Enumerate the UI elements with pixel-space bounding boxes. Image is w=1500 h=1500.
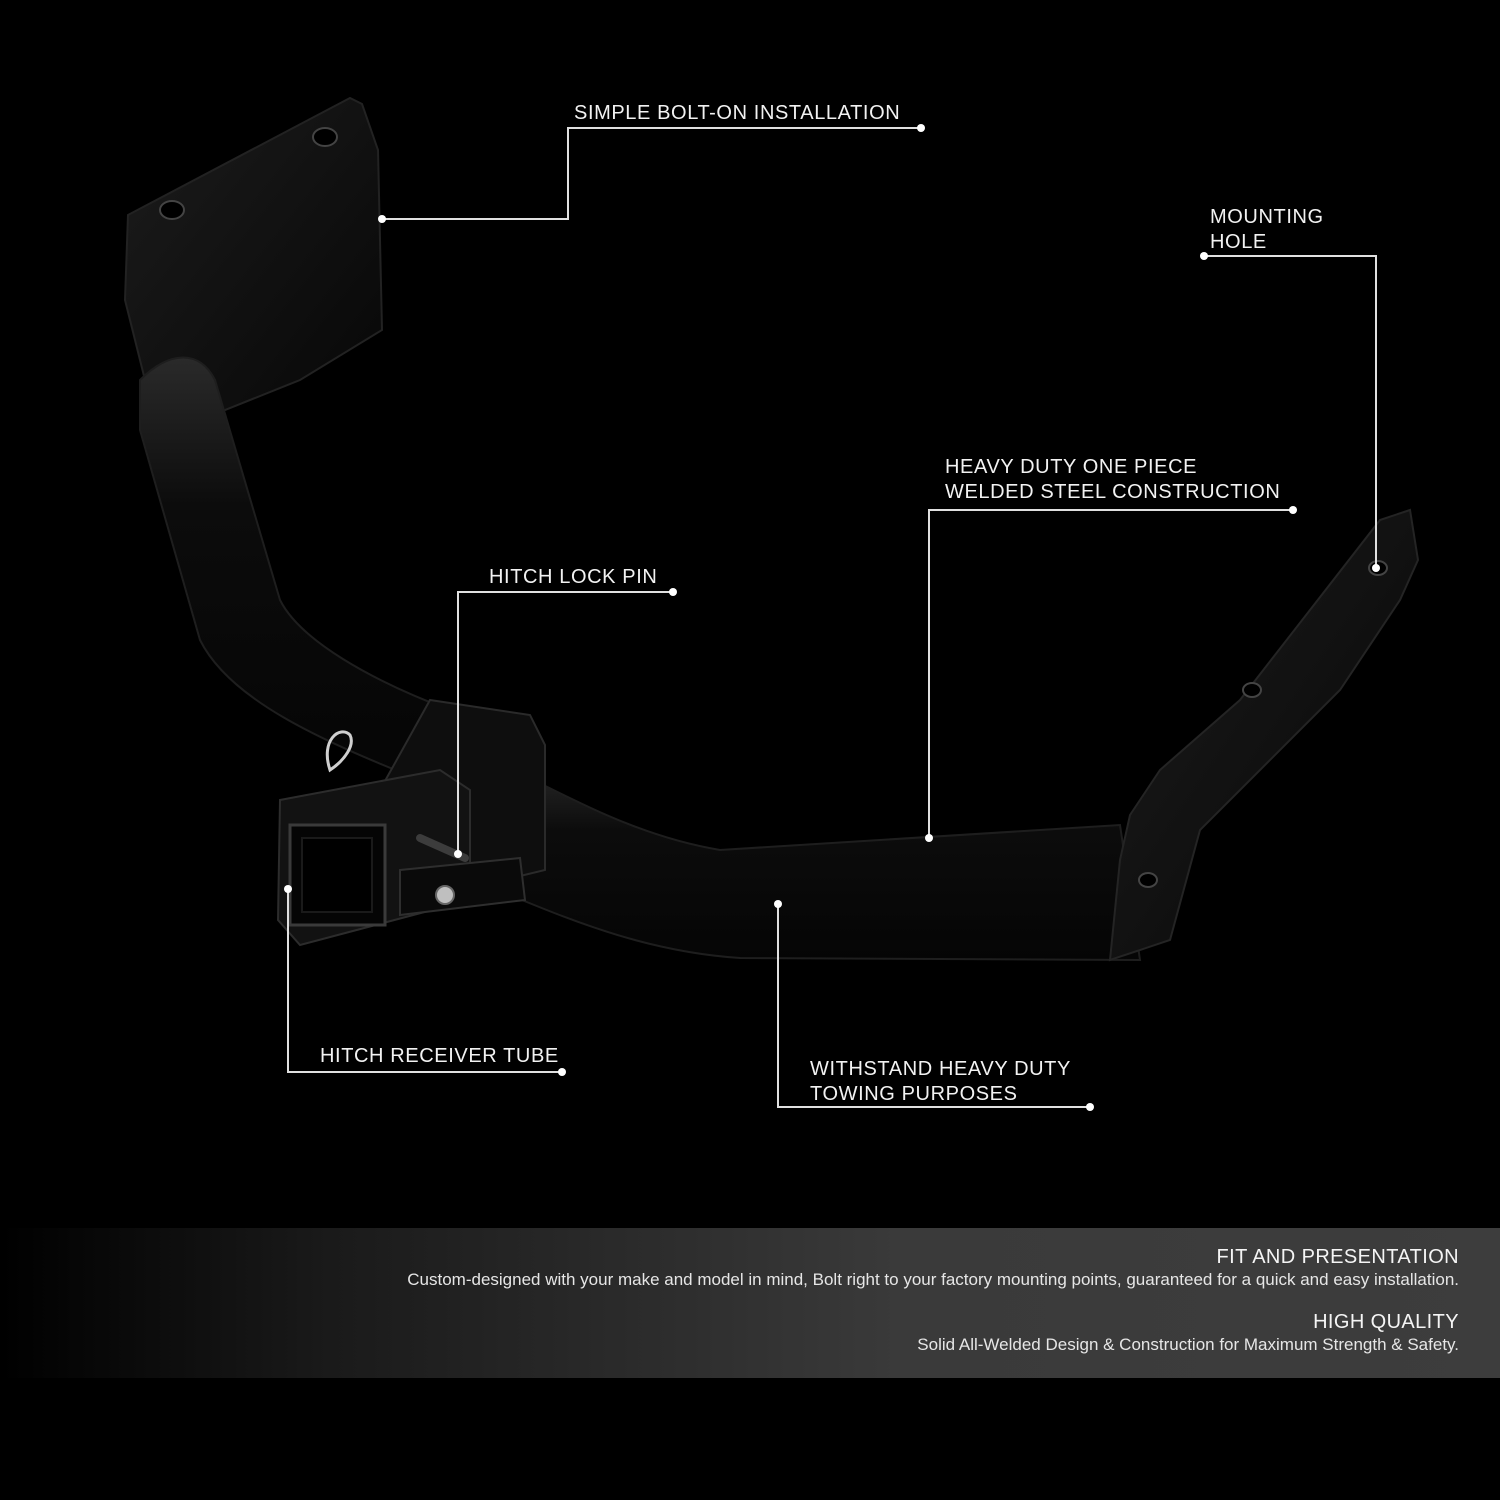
callout-text: SIMPLE BOLT-ON INSTALLATION	[574, 102, 901, 124]
callout-text: WELDED STEEL CONSTRUCTION	[945, 481, 1281, 503]
callout-dot	[1289, 506, 1297, 514]
callout-mounting-hole: MOUNTING HOLE	[1210, 205, 1324, 255]
callout-dot	[669, 588, 677, 596]
callout-text: HOLE	[1210, 231, 1267, 253]
callout-towing-purposes: WITHSTAND HEAVY DUTY TOWING PURPOSES	[810, 1057, 1071, 1107]
callout-hitch-lock-pin: HITCH LOCK PIN	[489, 565, 657, 590]
callout-text: TOWING PURPOSES	[810, 1083, 1018, 1105]
callout-dot	[378, 215, 386, 223]
feature-band: FIT AND PRESENTATION Custom-designed wit…	[0, 1228, 1500, 1378]
leader-towing	[777, 904, 1090, 1108]
leader-lock-pin	[457, 591, 673, 854]
callout-dot	[454, 850, 462, 858]
callout-text: WITHSTAND HEAVY DUTY	[810, 1058, 1071, 1080]
callout-text: MOUNTING	[1210, 206, 1324, 228]
callout-dot	[1200, 252, 1208, 260]
callout-dot	[1372, 564, 1380, 572]
leader-receiver-tube	[287, 889, 562, 1073]
callout-dot	[774, 900, 782, 908]
callout-dot	[558, 1068, 566, 1076]
callout-text: HITCH RECEIVER TUBE	[320, 1045, 559, 1067]
callout-dot	[925, 834, 933, 842]
leader-welded-construction	[928, 509, 1293, 838]
receiver-tube-box	[276, 698, 546, 947]
leader-bolt-on	[382, 127, 921, 220]
callout-text: HITCH LOCK PIN	[489, 566, 658, 588]
callout-welded-construction: HEAVY DUTY ONE PIECE WELDED STEEL CONSTR…	[945, 455, 1280, 505]
feature-description: Custom-designed with your make and model…	[407, 1270, 1459, 1289]
callout-dot	[917, 124, 925, 132]
left-crossmember-tube	[139, 356, 452, 782]
feature-title: HIGH QUALITY	[1313, 1311, 1459, 1333]
feature-description: Solid All-Welded Design & Construction f…	[917, 1335, 1459, 1354]
left-mounting-bracket	[123, 96, 384, 422]
callout-hitch-receiver-tube: HITCH RECEIVER TUBE	[320, 1044, 559, 1069]
leader-mounting-hole	[1204, 255, 1377, 568]
callout-dot	[284, 885, 292, 893]
callout-text: HEAVY DUTY ONE PIECE	[945, 456, 1198, 478]
callout-bolt-on-installation: SIMPLE BOLT-ON INSTALLATION	[574, 101, 900, 126]
callout-dot	[1086, 1103, 1094, 1111]
feature-title: FIT AND PRESENTATION	[1216, 1246, 1459, 1268]
